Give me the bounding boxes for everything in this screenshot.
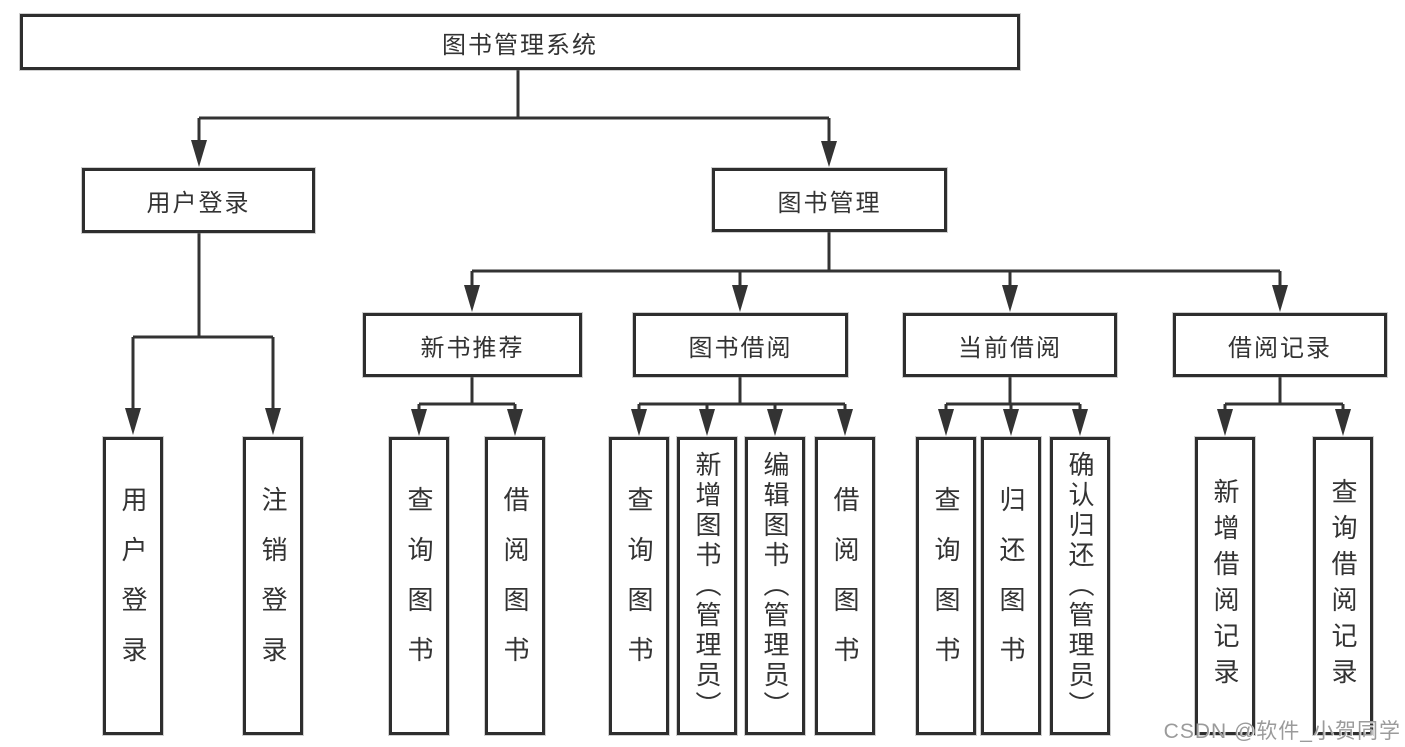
leaf-confirm-return-admin: 确认归还（管理员） [1050,437,1110,735]
node-new-book-recommend: 新书推荐 [363,313,582,377]
leaf-borrow-books-recommend: 借阅图书 [485,437,545,735]
leaf-edit-book-admin: 编辑图书（管理员） [745,437,805,735]
leaf-query-books-recommend: 查询图书 [389,437,449,735]
leaf-query-borrow-record: 查询借阅记录 [1313,437,1373,735]
leaf-query-books-borrowing: 查询图书 [609,437,669,735]
leaf-user-login: 用户登录 [103,437,163,735]
node-current-borrowing: 当前借阅 [903,313,1117,377]
node-borrowing-records: 借阅记录 [1173,313,1387,377]
leaf-borrow-books-borrowing: 借阅图书 [815,437,875,735]
node-book-management-branch: 图书管理 [712,168,947,232]
leaf-return-book: 归还图书 [981,437,1041,735]
arrowhead-icons [125,140,1351,436]
node-root-system: 图书管理系统 [20,14,1020,70]
node-user-login-branch: 用户登录 [82,168,315,233]
leaf-add-borrow-record: 新增借阅记录 [1195,437,1255,735]
leaf-logout: 注销登录 [243,437,303,735]
leaf-query-books-current: 查询图书 [916,437,976,735]
node-book-borrowing: 图书借阅 [633,313,848,377]
leaf-add-book-admin: 新增图书（管理员） [677,437,737,735]
csdn-watermark: CSDN @软件_小贺同学 [1163,720,1401,743]
